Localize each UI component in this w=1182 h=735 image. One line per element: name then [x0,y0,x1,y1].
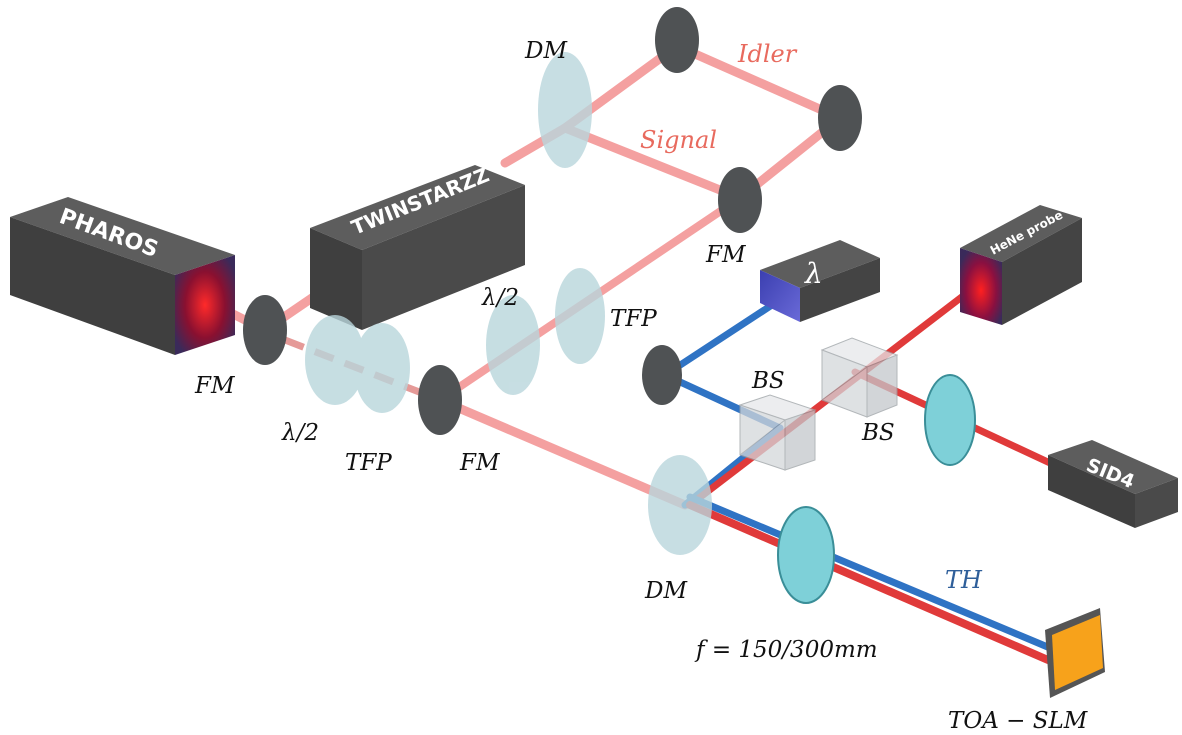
bs-right-cube [820,337,899,418]
sid4-box: SID4 [1048,440,1178,528]
lambda-source-box: λ [760,240,880,322]
tfp-lower-optic [354,323,410,413]
label-bs-right: BS [861,420,895,446]
pharos-laser-box: PHAROS [10,197,235,355]
label-signal: Signal [640,126,717,154]
mirror-right [818,85,862,151]
label-dm-bottom: DM [644,578,688,604]
mirror-top [655,7,699,73]
toa-slm [1045,608,1105,698]
label-fm-upper: FM [705,242,747,268]
label-tfp-upper: TFP [610,306,657,332]
label-toa-slm: TOA − SLM [948,708,1089,734]
label-idler: Idler [737,40,798,68]
label-dm-top: DM [524,38,568,64]
label-tfp-lower: TFP [345,450,392,476]
lambda-box-label: λ [804,257,823,290]
mirrors [243,7,862,435]
twinstarzz-box: TWINSTARZZ [310,163,525,330]
label-half-wave-lower: λ/2 [281,420,319,446]
dm-top-optic [538,52,592,168]
label-half-wave-upper: λ/2 [481,285,519,311]
pale-optics [305,52,712,555]
mirror-fm-mid [418,365,462,435]
label-th: TH [945,566,983,594]
bs-left-cube [738,394,817,471]
half-wave-upper-optic [486,295,540,395]
label-bs-left: BS [751,368,785,394]
label-focal: f = 150/300mm [694,637,878,663]
label-fm-left: FM [194,373,236,399]
lenses [777,374,976,604]
hene-probe-box: HeNe probe [960,205,1082,325]
tfp-upper-optic [555,268,605,364]
label-fm-mid: FM [459,450,501,476]
lens-sid4 [924,374,976,466]
mirror-fm-left [243,295,287,365]
half-wave-lower-optic [305,315,365,405]
mirror-fm-upper [718,167,762,233]
lens-focal [777,506,835,604]
mirror-blue [642,345,682,405]
dm-bottom-optic [648,455,712,555]
